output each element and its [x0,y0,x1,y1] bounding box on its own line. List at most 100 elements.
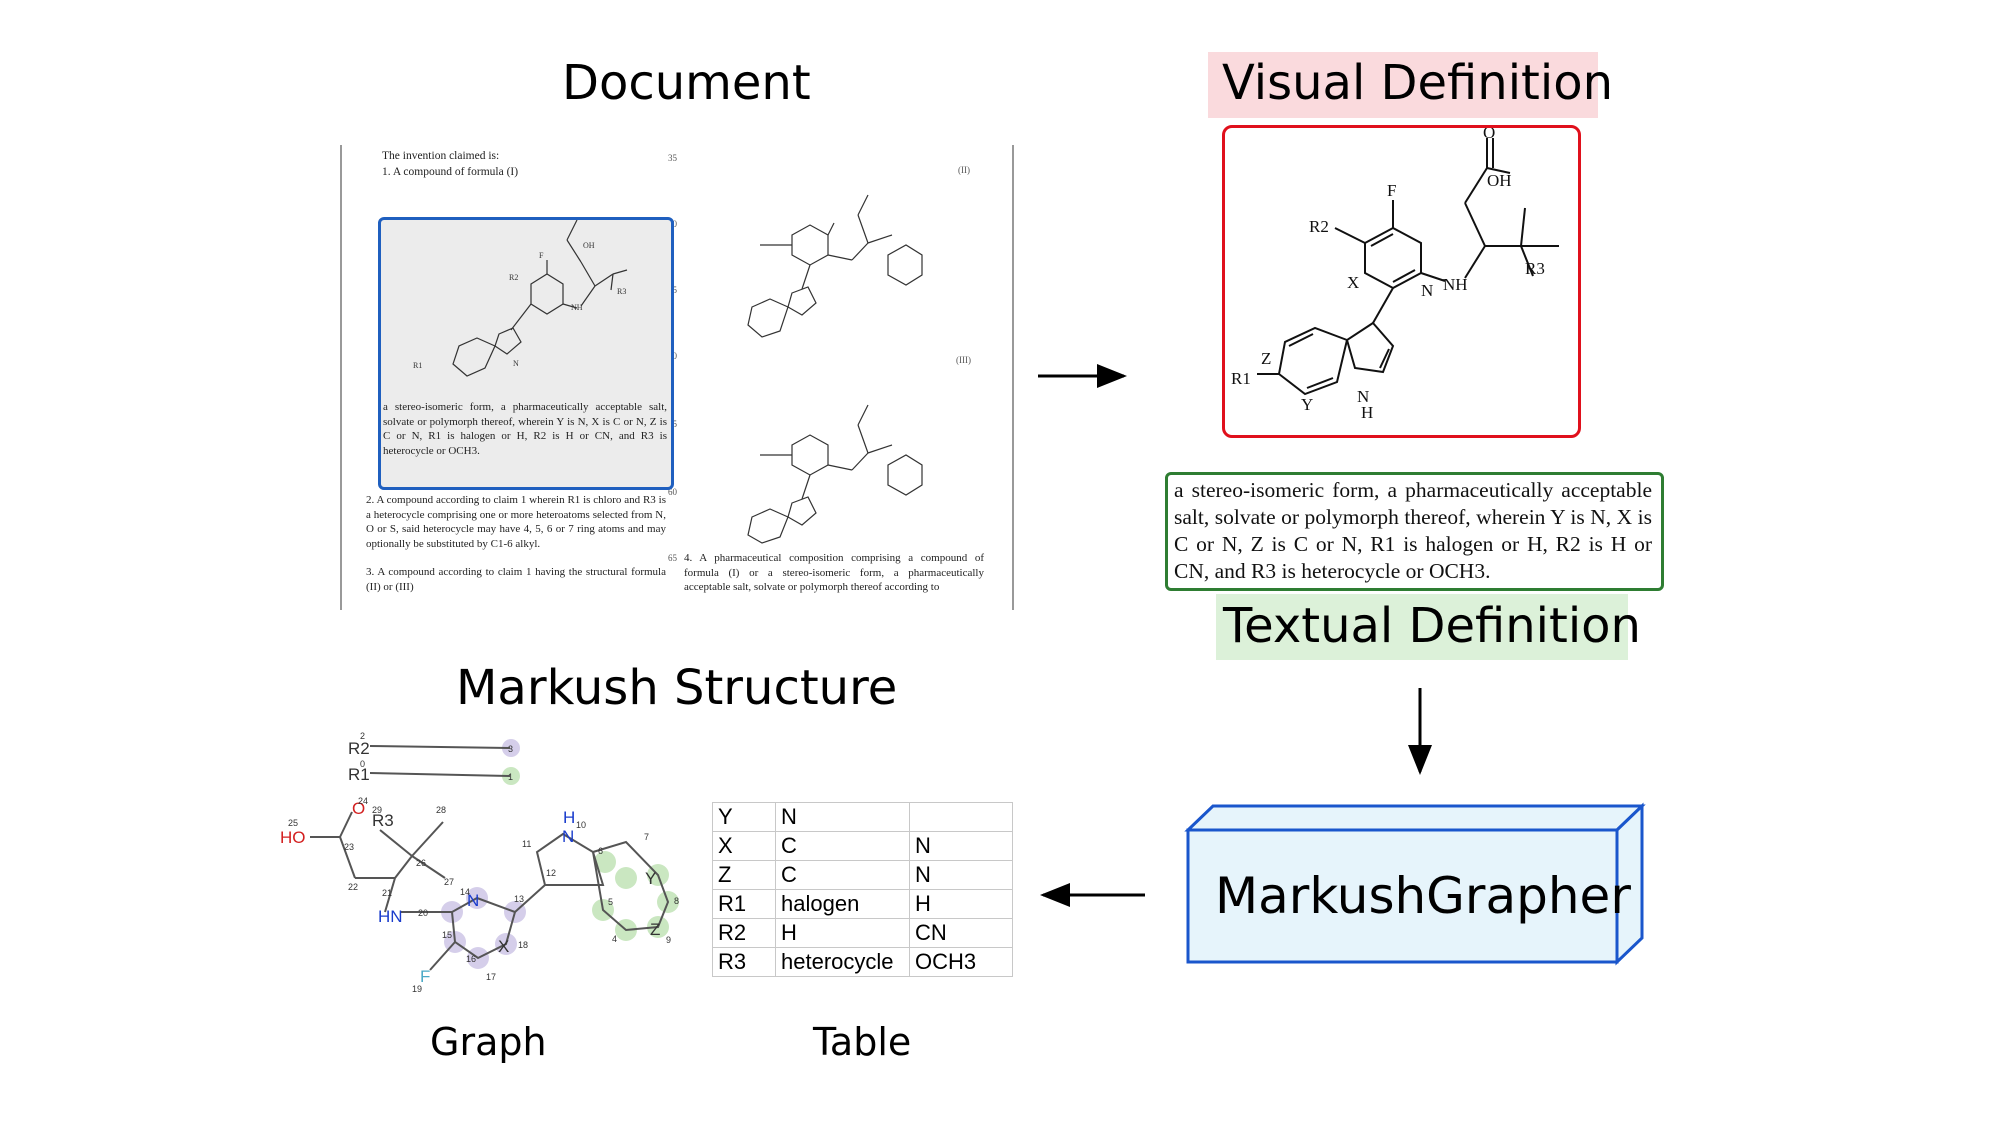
graph-label: Graph [430,1020,547,1064]
table-cell [909,802,1013,832]
svg-text:OH: OH [583,241,595,250]
n-atom: N [1421,281,1433,300]
table-cell: X [712,831,776,861]
claim4-text: 4. A pharmaceutical composition comprisi… [684,552,984,593]
n-indole: N [1357,387,1369,406]
table-cell: CN [909,918,1013,948]
svg-text:N: N [513,359,519,368]
atom-index: 19 [412,984,422,994]
table-cell: H [775,918,910,948]
table-cell: C [775,831,910,861]
table-cell: C [775,860,910,890]
atom-index: 24 [358,796,368,806]
atom-index: 26 [416,858,426,868]
formula-ii-iii-structures [747,194,923,544]
atom-index: 25 [288,818,298,828]
markush-table: Y N X C N Z C N R1 halogen H R2 H CN R3 … [712,802,1013,977]
table-row: Z C N [712,860,1013,890]
claim1-highlight-box: F OH NH R3 R2 R1 N a stereo-isomeric for… [378,217,674,490]
markushgrapher-label: MarkushGrapher [1215,867,1631,925]
r3-node: R3 [372,811,394,830]
hn-node: HN [378,907,403,926]
atom-index: 18 [518,940,528,950]
claim1-text: a stereo-isomeric form, a pharmaceutical… [383,401,667,457]
table-cell: R2 [712,918,776,948]
atom-index: 22 [348,882,358,892]
table-cell: R3 [712,947,776,977]
table-cell: heterocycle [775,947,910,977]
r1-label: R1 [1231,369,1251,388]
table-cell: OCH3 [909,947,1013,977]
table-cell: halogen [775,889,910,919]
n-indole-node: N [562,827,574,846]
atom-index: 27 [444,877,454,887]
formula-tag: (III) [956,355,971,365]
doc-header-line1: The invention claimed is: [382,150,500,162]
atom-index: 1 [508,772,513,782]
visual-definition-label-bg [1208,52,1598,118]
atom-index: 2 [360,731,365,741]
doc-line-number: 35 [668,153,677,163]
table-cell: N [909,860,1013,890]
o-node: O [352,799,365,818]
claim3-text: 3. A compound according to claim 1 havin… [366,566,666,593]
n-pyridine-node: N [467,891,479,910]
atom-index: 29 [372,805,382,815]
o-atom: O [1483,128,1495,142]
claim2-text: 2. A compound according to claim 1 where… [366,494,666,550]
document-heading: Document [562,55,811,111]
r1-node: R1 [348,765,370,784]
oh-atom: OH [1487,171,1512,190]
f-atom: F [539,251,544,260]
atom-index: 14 [460,887,470,897]
atom-index: 0 [360,759,365,769]
x-label: X [1347,273,1359,292]
atom-index: 21 [382,888,392,898]
table-row: R2 H CN [712,918,1013,948]
table-cell: Y [712,802,776,832]
visual-definition-heading: Visual Definition [1222,55,1613,111]
formula-tag: (II) [958,165,970,175]
visual-definition-molecule: OH O F NH N R3 R2 X Z R1 Y N H [1231,123,1559,422]
formula-i-structure: F OH NH R3 R2 R1 N [413,220,628,377]
r2-node: R2 [348,739,370,758]
atom-index: 13 [514,894,524,904]
r2-label: R2 [1309,217,1329,236]
ho-node: HO [280,828,306,847]
document-page: The invention claimed is: 1. A compound … [340,145,1014,610]
f-node: F [420,967,430,986]
r3-label: R3 [1525,259,1545,278]
table-cell: N [775,802,910,832]
textual-definition-box: a stereo-isomeric form, a pharmaceutical… [1165,472,1664,591]
textual-definition-text: a stereo-isomeric form, a pharmaceutical… [1174,478,1652,583]
markush-graph: R2 R1 HO O R3 HN N X F H N Y Z 2 0 3 1 2… [280,731,679,994]
atom-index: 12 [546,868,556,878]
atom-index: 9 [666,935,671,945]
doc-line-number: 65 [668,553,677,563]
atom-index: 23 [344,842,354,852]
atom-index: 15 [442,930,452,940]
atom-index: 8 [674,896,679,906]
table-row: X C N [712,831,1013,861]
x-node: X [498,937,509,956]
nh-atom: NH [1443,275,1468,294]
atom-index: 6 [598,846,603,856]
svg-text:R1: R1 [413,361,422,370]
textual-definition-heading: Textual Definition [1223,598,1641,654]
table-cell: H [909,889,1013,919]
svg-text:NH: NH [571,303,583,312]
visual-definition-box: OH O F NH N R3 R2 X Z R1 Y N H [1222,123,1581,438]
z-label: Z [1261,349,1271,368]
atom-index: 17 [486,972,496,982]
f-atom: F [1387,181,1396,200]
table-row: R1 halogen H [712,889,1013,919]
h-indole-node: H [563,808,575,827]
table-row: Y N [712,802,1013,832]
atom-index: 5 [608,897,613,907]
atom-index: 16 [466,954,476,964]
svg-text:R3: R3 [617,287,626,296]
markushgrapher-box [1184,802,1646,966]
atom-index: 4 [612,934,617,944]
doc-line-number: 60 [668,487,677,497]
y-label: Y [1301,395,1313,414]
